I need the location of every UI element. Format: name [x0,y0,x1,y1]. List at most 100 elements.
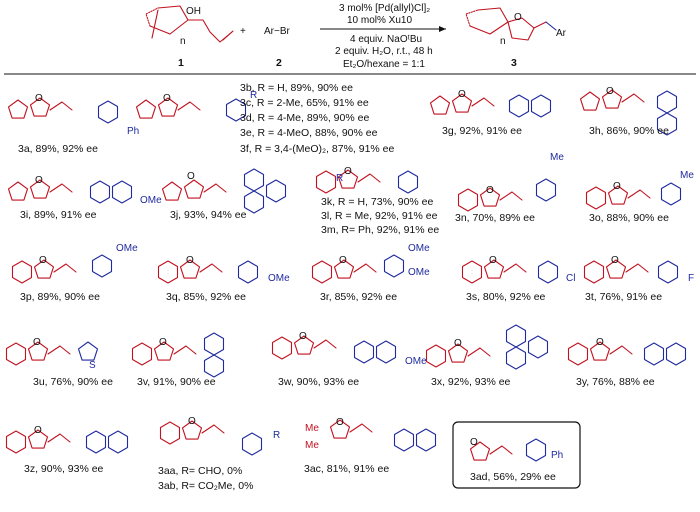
aryl-ring-3z-0 [85,430,107,454]
ome-3q: OMe [268,273,290,284]
linker-3j [203,183,227,193]
thf-ring-3j [183,179,205,199]
aryl-ring-3g-0 [508,94,530,118]
f-3t: F [688,273,694,284]
oh-label: OH [186,6,201,17]
o-3g: O [458,89,466,100]
aryl-ring-3v-0 [203,332,225,356]
aryl-ring-3p-0 [91,254,113,278]
aryl-ring-3j-2 [265,179,287,203]
label-3i: 3i, 89%, 91% ee [20,209,97,221]
arrow-head [439,26,446,32]
arbr-label: Ar−Br [264,26,291,37]
cyclohexane-ring-3p [11,260,33,284]
linker-3aa [201,424,225,434]
label-3y: 3y, 76%, 88% ee [576,376,655,388]
thf-ring-3q [179,259,201,279]
cyclohexane-ring-3t [583,260,605,284]
cyclohexane-ring-3aa [159,421,181,445]
linker-3a [49,101,73,111]
o-3u: O [33,337,41,348]
aryl-ring-3w-0 [353,340,375,364]
o-3y: O [596,337,604,348]
aryl-ring-3b-0 [225,98,247,122]
linker-3h [621,93,645,103]
label-3o: 3o, 88%, 90% ee [589,212,669,224]
reactant-1-structure [145,5,234,43]
linker-3ad [489,445,513,455]
highlight-box-3ad [452,421,581,489]
cyclohexane-ring-3v [131,342,153,366]
product-o-label: O [514,12,522,23]
o-3z: O [34,425,42,436]
thf-ring-3k [337,169,359,189]
o-3p: O [39,255,47,266]
cyclopentane-ring-3j [161,181,183,201]
label-3s: 3s, 80%, 92% ee [466,291,546,303]
aryl-ring-3r-0 [383,254,405,278]
label-3c: 3c, R = 2-Me, 65%, 91% ee [240,97,369,109]
thf-ring-3aa [181,420,203,440]
aryl-ring-3x-1 [505,346,527,370]
product-ar-label: Ar [556,28,567,39]
aryl-ring-3k-0 [397,170,419,194]
structures-layer [5,89,687,462]
n-label-1: n [180,36,186,47]
o-3v: O [159,337,167,348]
aryl-ring-3a-0 [97,100,119,124]
label-3v: 3v, 91%, 90% ee [137,376,216,388]
condition-1: 3 mol% [Pd(allyl)Cl]₂ [339,3,430,14]
label-3f: 3f, R = 3,4-(MeO)₂, 87%, 91% ee [240,143,395,155]
o-3j: O [187,171,195,182]
r-3k: R [336,173,343,184]
aryl-ring-3g-1 [530,94,552,118]
thf-ring-3g [451,93,473,113]
aryl-ring-3y-1 [665,342,687,366]
label-3l: 3l, R = Me, 92%, 91% ee [321,210,438,222]
linker-3z [47,433,71,443]
linker-3i [49,183,73,193]
cyclohexane-ring-3o [585,186,607,210]
linker-3t [625,263,649,273]
thf-ring-3z [27,429,49,449]
cyclopentane-ring-3g [429,95,451,115]
linker-3p [53,263,77,273]
thf-ring-3u [27,341,49,361]
label-3r: 3r, 85%, 92% ee [320,291,397,303]
me-3ac-a: Me [305,423,319,434]
cyclohexane-ring-3w [271,336,293,360]
aryl-ring-3ad-0 [525,438,547,462]
label-3b: 3b, R = H, 89%, 90% ee [240,82,353,94]
thf-ring-3o [607,185,629,205]
o-3s: O [489,255,497,266]
label-3x: 3x, 92%, 93% ee [431,376,511,388]
o-3n: O [486,185,494,196]
o-3ad: O [470,437,478,448]
label-3j: 3j, 93%, 94% ee [170,209,247,221]
s-3u: S [89,360,96,371]
condition-3: 4 equiv. NaOᵗBu [350,34,422,45]
thf-ring-3n [479,187,501,207]
thf-ring-3x [447,343,469,363]
label-3ac: 3ac, 81%, 91% ee [304,463,389,475]
thf-ring-3v [153,341,175,361]
o-3w: O [299,331,307,342]
general-reaction: OH n 1 + Ar−Br 2 3 mol% [Pd(allyl)Cl]₂ 1… [145,3,567,70]
aryl-ring-3i-1 [111,180,133,204]
aryl-ring-3v-1 [203,354,225,378]
ph-3a: Ph [127,126,139,137]
r-3aa: R [273,430,280,441]
aryl-ring-3z-1 [107,430,129,454]
aryl-ring-3h-1 [656,112,678,136]
ome-3p: OMe [116,243,138,254]
aryl-ring-3j-1 [243,190,265,214]
condition-2: 10 mol% Xu10 [347,15,412,26]
linker-3k [357,173,381,183]
cyclopentane-ring-3h [579,91,601,111]
me-3n: Me [550,152,564,163]
aryl-ring-3ac-0 [393,428,415,452]
linker-3ac [349,423,373,433]
o-3ac: O [336,417,344,428]
o-3o: O [613,181,621,192]
o-3r: O [339,255,347,266]
